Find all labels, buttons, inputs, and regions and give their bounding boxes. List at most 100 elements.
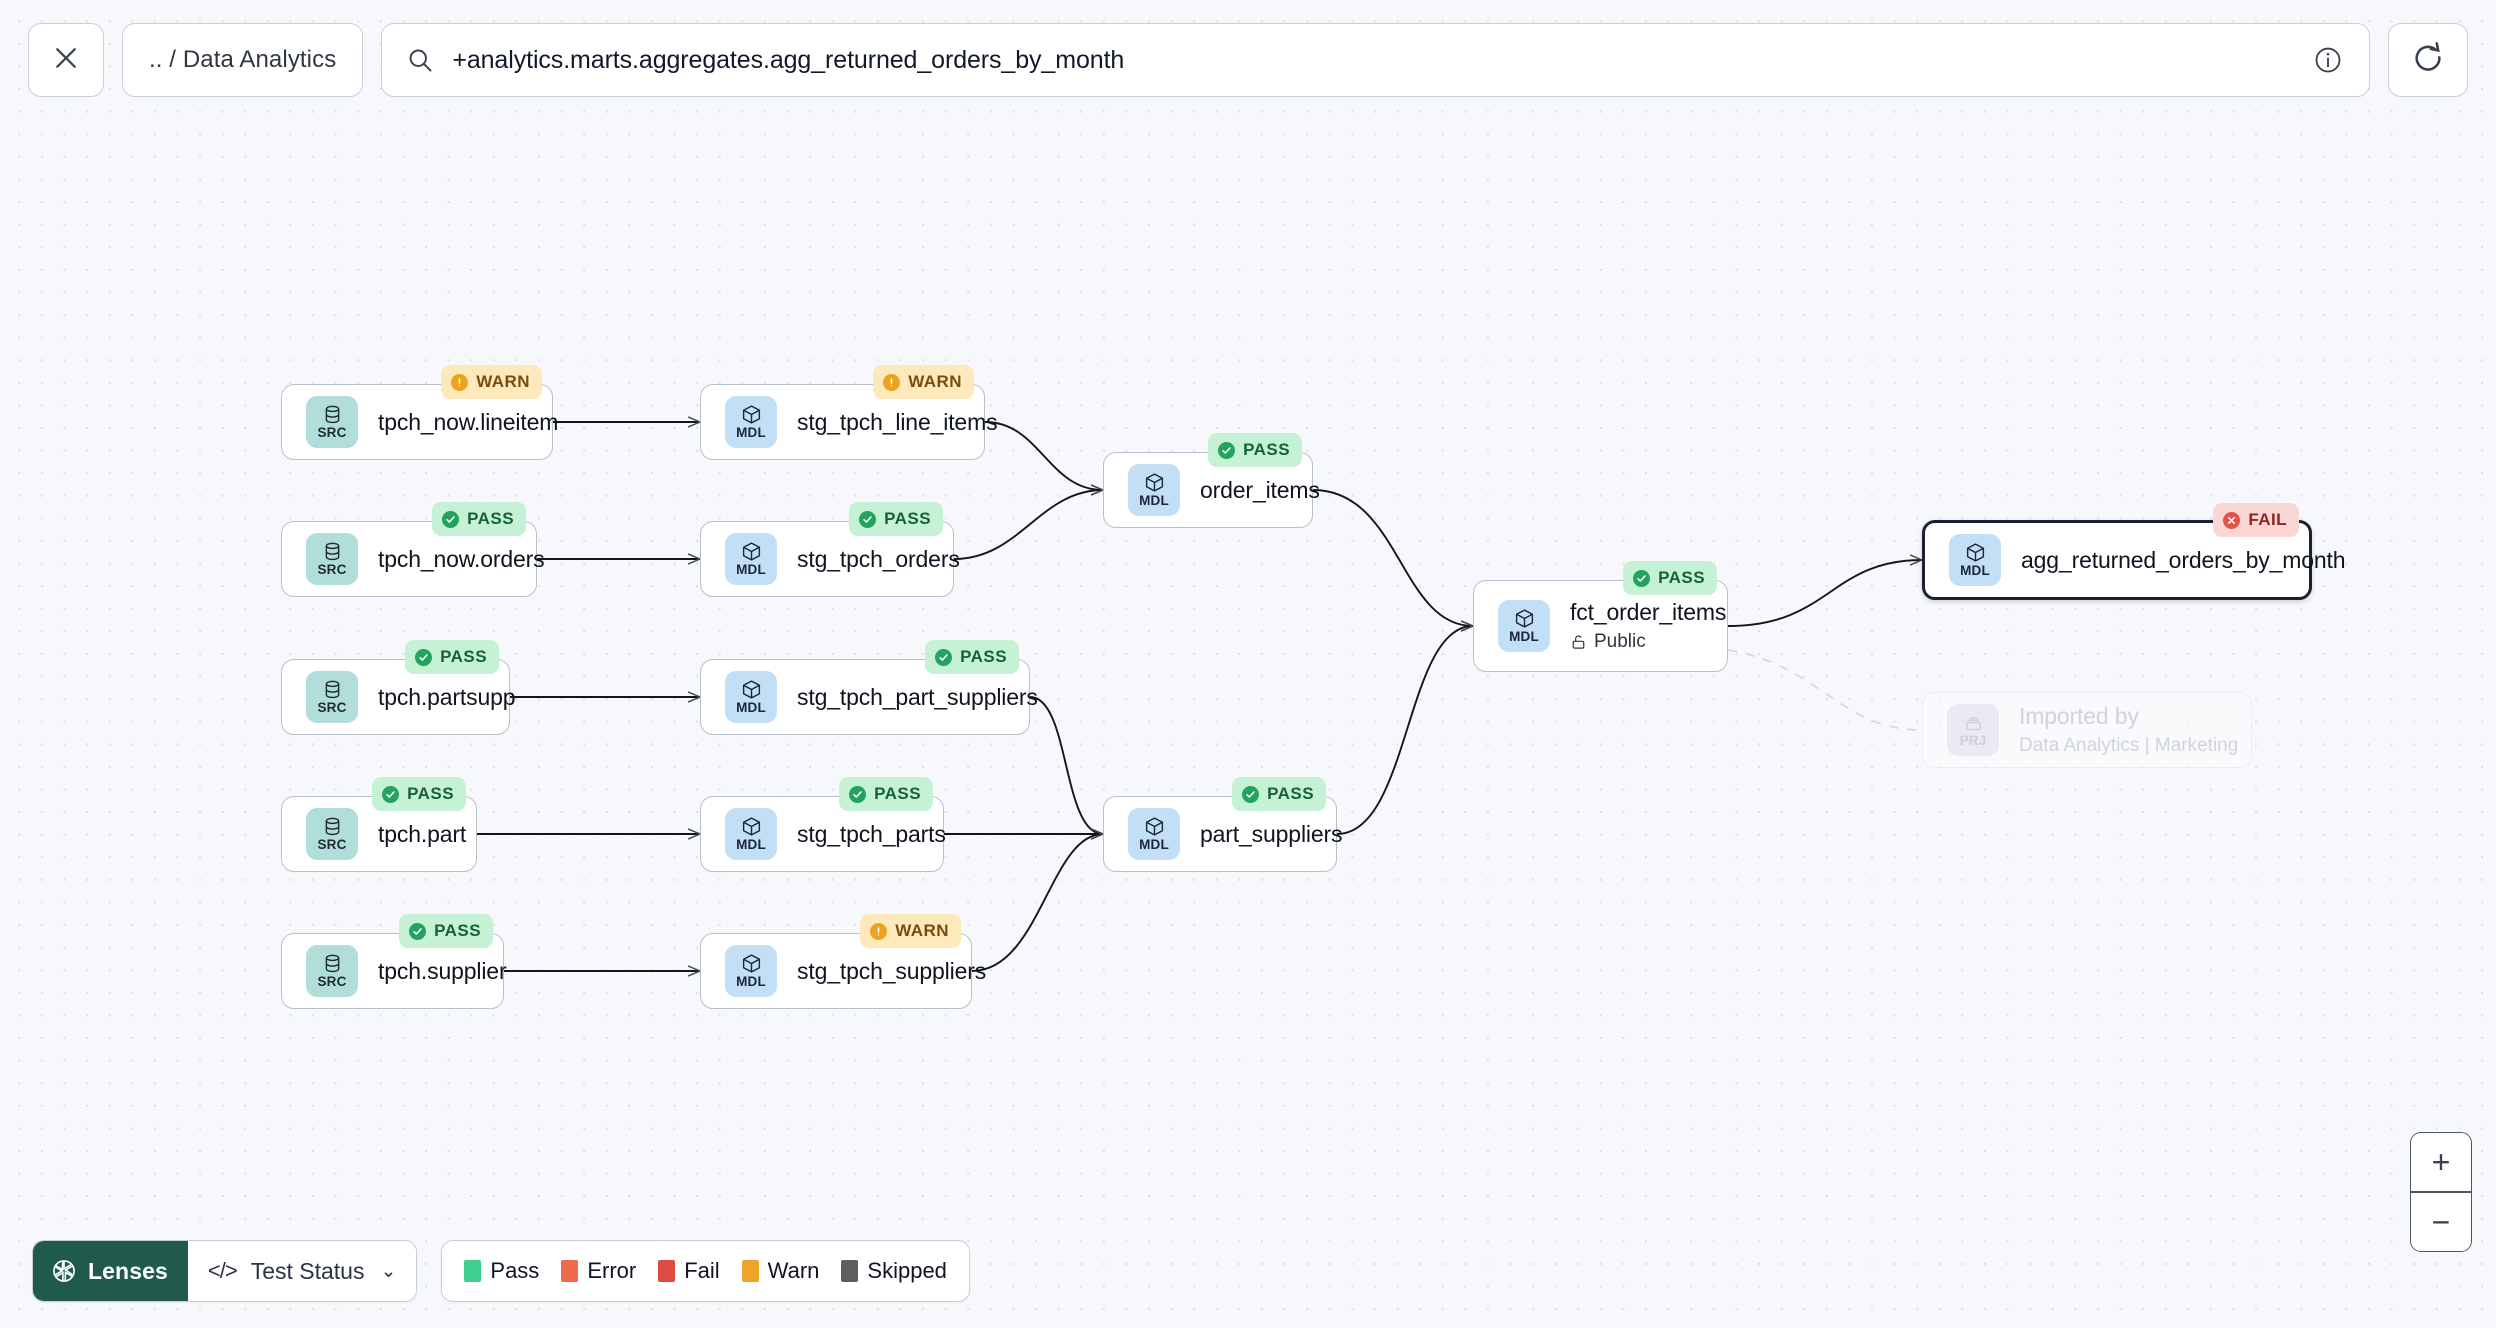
legend-swatch bbox=[561, 1260, 579, 1282]
status-badge-pass: PASS bbox=[849, 502, 943, 536]
status-badge-pass: PASS bbox=[925, 640, 1019, 674]
legend-item-pass[interactable]: Pass bbox=[464, 1258, 539, 1284]
legend-item-warn[interactable]: Warn bbox=[741, 1258, 820, 1284]
node-type-label: MDL bbox=[736, 974, 766, 990]
node-title: tpch_now.orders bbox=[378, 545, 545, 572]
status-badge-pass: PASS bbox=[372, 777, 466, 811]
status-badge-fail: FAIL bbox=[2213, 503, 2299, 537]
status-badge-pass: PASS bbox=[432, 502, 526, 536]
node-type-chip-mdl: MDL bbox=[725, 671, 777, 723]
status-badge-label: PASS bbox=[884, 509, 931, 528]
legend-label: Warn bbox=[767, 1258, 820, 1283]
cube-icon bbox=[741, 404, 762, 425]
status-pass-icon bbox=[415, 648, 433, 666]
refresh-button[interactable] bbox=[2388, 23, 2468, 97]
breadcrumb[interactable]: .. / Data Analytics bbox=[122, 23, 364, 97]
refresh-icon bbox=[2411, 41, 2445, 80]
status-pass-icon bbox=[442, 510, 460, 528]
legend-item-skipped[interactable]: Skipped bbox=[841, 1258, 947, 1284]
graph-node-part-suppliers[interactable]: MDL part_suppliers PASS bbox=[1103, 777, 1343, 872]
cube-icon bbox=[1965, 542, 1986, 563]
edge-imported-by bbox=[1727, 649, 1923, 731]
zoom-divider bbox=[2411, 1191, 2471, 1193]
graph-node-stg-tpch-parts[interactable]: MDL stg_tpch_parts PASS bbox=[700, 777, 946, 872]
cube-icon bbox=[741, 679, 762, 700]
status-legend: Pass Error Fail Warn Skipped bbox=[441, 1240, 970, 1302]
node-type-label: MDL bbox=[736, 700, 766, 716]
graph-node-tpch-now-orders[interactable]: SRC tpch_now.orders PASS bbox=[281, 502, 545, 597]
close-button[interactable] bbox=[28, 23, 104, 97]
graph-node-stg-tpch-orders[interactable]: MDL stg_tpch_orders PASS bbox=[700, 502, 960, 597]
lenses-button[interactable]: Lenses bbox=[33, 1241, 188, 1301]
status-pass-icon bbox=[935, 648, 953, 666]
node-type-chip-src: SRC bbox=[306, 808, 358, 860]
node-title: agg_returned_orders_by_month bbox=[2021, 546, 2346, 573]
node-type-chip-mdl: MDL bbox=[1498, 600, 1550, 652]
node-subtitle-label: Data Analytics | Marketing bbox=[2019, 735, 2239, 756]
breadcrumb-label: .. / Data Analytics bbox=[149, 46, 337, 73]
bottom-toolbar: Lenses </> Test Status ⌄ Pass Error Fail Wa… bbox=[32, 1240, 970, 1302]
zoom-in-button[interactable]: + bbox=[2411, 1133, 2471, 1192]
status-badge-warn: WARN bbox=[441, 365, 542, 399]
test-status-dropdown[interactable]: </> Test Status ⌄ bbox=[187, 1241, 417, 1301]
database-icon bbox=[322, 953, 343, 974]
node-type-chip-src: SRC bbox=[306, 533, 358, 585]
node-type-chip-mdl: MDL bbox=[725, 533, 777, 585]
status-badge-warn: WARN bbox=[860, 914, 961, 948]
legend-swatch bbox=[658, 1260, 676, 1282]
node-title: stg_tpch_orders bbox=[797, 545, 960, 572]
status-badge-label: PASS bbox=[1267, 784, 1314, 803]
search-input[interactable]: +analytics.marts.aggregates.agg_returned… bbox=[452, 45, 1125, 74]
status-badge-pass: PASS bbox=[1208, 433, 1302, 467]
lens-control-group: Lenses </> Test Status ⌄ bbox=[32, 1240, 418, 1302]
legend-item-fail[interactable]: Fail bbox=[658, 1258, 720, 1284]
node-body: part_suppliers bbox=[1200, 821, 1343, 848]
database-icon bbox=[322, 404, 343, 425]
node-type-chip-mdl: MDL bbox=[1128, 808, 1180, 860]
info-icon[interactable] bbox=[2313, 45, 2343, 75]
node-type-chip-mdl: MDL bbox=[725, 808, 777, 860]
node-type-chip-mdl: MDL bbox=[1128, 464, 1180, 516]
status-pass-icon bbox=[409, 922, 427, 940]
zoom-controls: + − bbox=[2410, 1132, 2472, 1252]
zoom-out-button[interactable]: − bbox=[2411, 1193, 2471, 1251]
project-icon bbox=[1963, 712, 1984, 733]
node-title: fct_order_items bbox=[1570, 599, 1727, 625]
node-body: stg_tpch_parts bbox=[797, 820, 946, 848]
legend-item-error[interactable]: Error bbox=[561, 1258, 636, 1284]
search-bar[interactable]: +analytics.marts.aggregates.agg_returned… bbox=[381, 23, 2370, 97]
node-type-label: MDL bbox=[1509, 629, 1539, 645]
node-title: stg_tpch_parts bbox=[797, 820, 946, 847]
node-type-label: MDL bbox=[1139, 837, 1169, 853]
node-type-chip-prj: PRJ bbox=[1947, 704, 1999, 756]
node-body: tpch.supplier bbox=[378, 958, 507, 985]
unlock-icon bbox=[1570, 633, 1587, 651]
status-badge-pass: PASS bbox=[839, 777, 933, 811]
database-icon bbox=[322, 816, 343, 837]
legend-swatch bbox=[741, 1260, 759, 1282]
status-fail-icon bbox=[2223, 511, 2241, 529]
node-title: order_items bbox=[1200, 476, 1320, 503]
status-badge-label: PASS bbox=[1243, 440, 1290, 459]
node-title: tpch_now.lineitem bbox=[378, 408, 559, 435]
graph-node-order-items[interactable]: MDL order_items PASS bbox=[1103, 433, 1320, 528]
status-warn-icon bbox=[451, 373, 469, 391]
status-badge-warn: WARN bbox=[873, 365, 974, 399]
cube-icon bbox=[741, 953, 762, 974]
status-warn-icon bbox=[883, 373, 901, 391]
lenses-label: Lenses bbox=[88, 1257, 168, 1284]
node-type-chip-mdl: MDL bbox=[725, 945, 777, 997]
status-badge-label: WARN bbox=[908, 372, 962, 391]
